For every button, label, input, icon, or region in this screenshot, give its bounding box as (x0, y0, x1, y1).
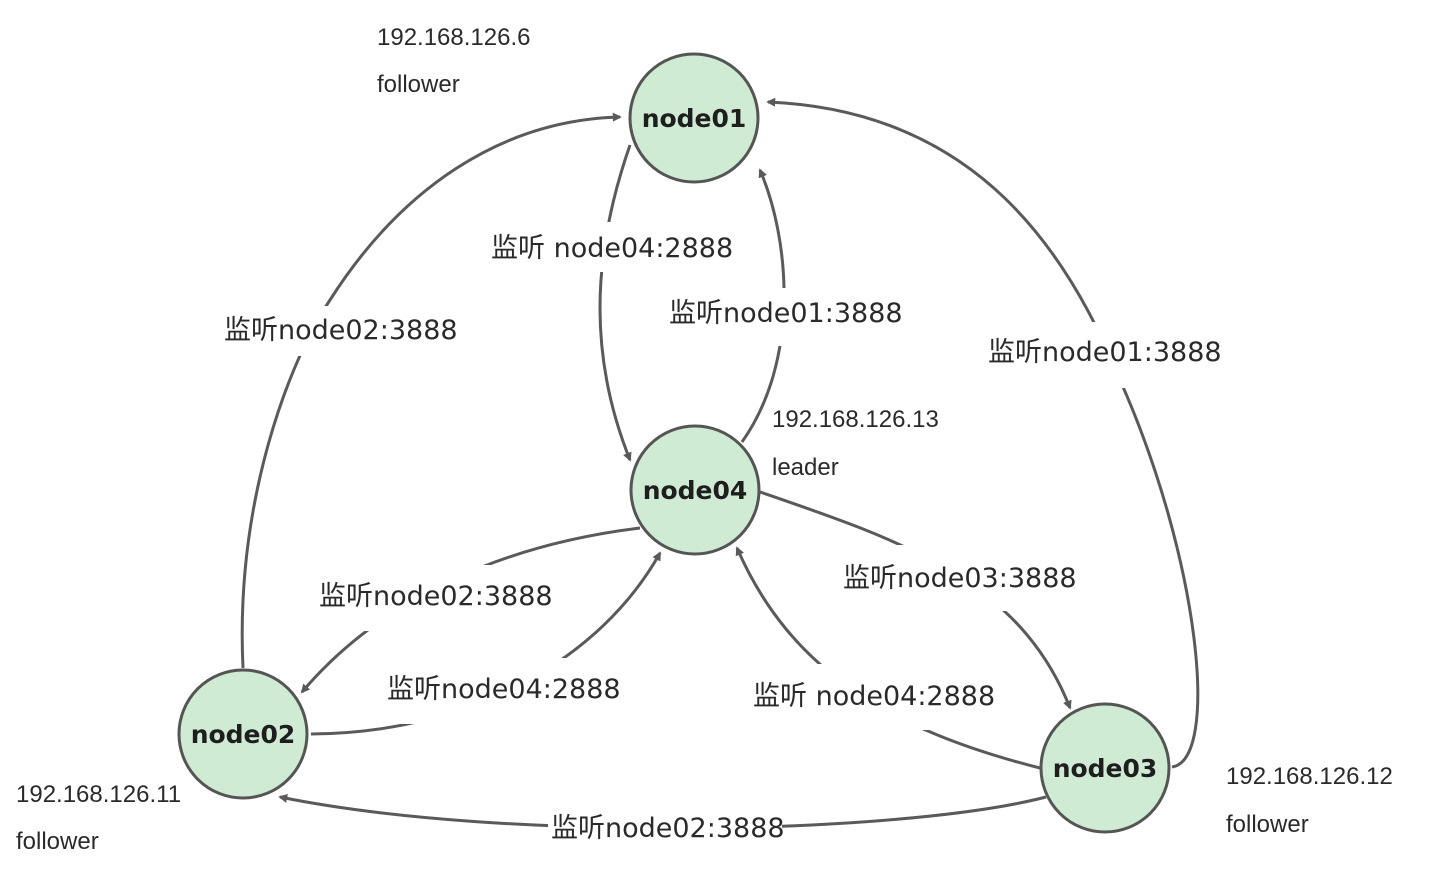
node01-ip: 192.168.126.6 (377, 24, 530, 51)
edge-label-node04-node02: 监听node02:3888 (319, 581, 553, 612)
edge-node02-to-node01 (240, 112, 622, 669)
node-node04[interactable]: node04 (629, 424, 761, 556)
node03-circle (1039, 702, 1171, 834)
edge-label-node04-node01: 监听node01:3888 (669, 298, 903, 329)
edge-labels-group: 监听node02:3888 监听 node04:2888 监听node01:38… (220, 222, 1222, 852)
node-node03[interactable]: node03 (1039, 702, 1171, 834)
edge-label-node03-node01: 监听node01:3888 (988, 337, 1222, 368)
node-node01[interactable]: node01 (628, 52, 760, 184)
node01-role: follower (377, 71, 460, 98)
edge-label-node02-node01: 监听node02:3888 (224, 315, 458, 346)
node04-circle (629, 424, 761, 556)
edge-label-node03-node04: 监听 node04:2888 (753, 681, 995, 712)
edge-label-node01-node04: 监听 node04:2888 (491, 233, 733, 264)
node03-label: node03 (1053, 754, 1158, 783)
node03-ip: 192.168.126.12 (1226, 763, 1393, 790)
node01-circle (628, 52, 760, 184)
nodes-group: node01 node04 node02 node03 (177, 52, 1171, 834)
edge-label-node02-node04: 监听node04:2888 (387, 674, 621, 705)
node02-label: node02 (191, 720, 296, 749)
node04-ip: 192.168.126.13 (772, 406, 939, 433)
node-node02[interactable]: node02 (177, 668, 309, 800)
node04-role: leader (772, 454, 839, 481)
node04-label: node04 (643, 476, 748, 505)
node02-circle (177, 668, 309, 800)
edge-label-node04-node03: 监听node03:3888 (843, 563, 1077, 594)
node01-label: node01 (642, 104, 747, 133)
node-info-group: 192.168.126.6 follower 192.168.126.13 le… (16, 24, 1393, 855)
edge-label-node03-node02: 监听node02:3888 (551, 813, 785, 844)
node03-role: follower (1226, 811, 1309, 838)
edge-node01-to-node04 (598, 144, 632, 462)
node02-role: follower (16, 828, 99, 855)
node02-ip: 192.168.126.11 (16, 781, 181, 808)
